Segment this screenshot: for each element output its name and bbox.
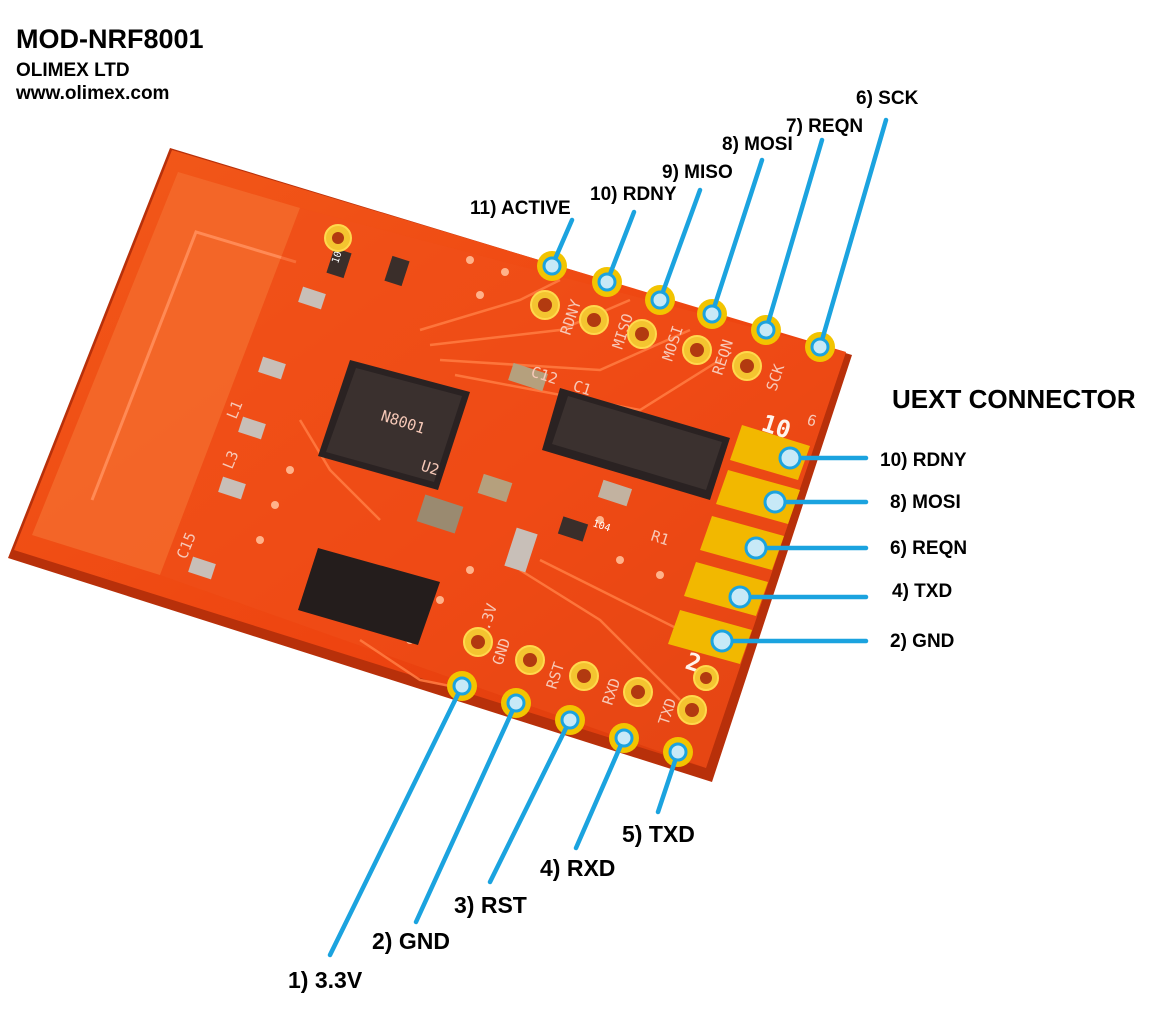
antenna-trace xyxy=(90,230,297,501)
top-pin-label-sck: 6) SCK xyxy=(856,88,919,109)
top-pin-label-miso: 9) MISO xyxy=(662,162,733,183)
bottom-pin-marker xyxy=(560,710,580,730)
svg-text:R1: R1 xyxy=(649,527,672,550)
svg-text:C1: C1 xyxy=(571,377,594,400)
bottom-pin-marker xyxy=(614,728,634,748)
top-pin-label-reqn: 7) REQN xyxy=(786,116,863,137)
module-title: MOD-NRF8001 xyxy=(16,24,204,54)
top-pin-label-active: 11) ACTIVE xyxy=(470,198,571,219)
svg-text:L1: L1 xyxy=(223,398,246,421)
bottom-pin-label-3v3: 1) 3.3V xyxy=(288,967,363,993)
pcb-board: N8001 L1 L3 C15 C12 C1 xyxy=(8,148,852,782)
passive-components xyxy=(188,247,633,580)
uext-pin-label-rdny: 10) RDNY xyxy=(880,450,967,471)
bottom-pin-label-txd: 5) TXD xyxy=(622,821,695,847)
bottom-pin-marker xyxy=(452,676,472,696)
uext-pin-label-reqn: 6) REQN xyxy=(890,538,967,559)
top-pin-label-mosi: 8) MOSI xyxy=(722,134,793,155)
company-name: OLIMEX LTD xyxy=(16,60,130,81)
top-pin-label-rdny: 10) RDNY xyxy=(590,184,677,205)
uext-pin-label-gnd: 2) GND xyxy=(890,631,954,652)
bottom-pin-label-rxd: 4) RXD xyxy=(540,855,615,881)
top-pin-marker xyxy=(810,337,830,357)
website-url: www.olimex.com xyxy=(16,83,170,104)
top-pin-marker xyxy=(756,320,776,340)
uext-pin-marker xyxy=(778,446,802,470)
top-header-labels: 11) ACTIVE 10) RDNY 9) MISO 8) MOSI 7) R… xyxy=(470,88,919,219)
bottom-pin-marker xyxy=(668,742,688,762)
svg-text:L3: L3 xyxy=(219,448,242,471)
uext-pin-marker xyxy=(763,490,787,514)
bottom-pin-marker xyxy=(506,693,526,713)
uext-labels: UEXT CONNECTOR 10) RDNY 8) MOSI 6) REQN … xyxy=(880,384,1136,652)
uext-connector-title: UEXT CONNECTOR xyxy=(892,384,1136,414)
top-pin-marker xyxy=(542,256,562,276)
svg-text:104: 104 xyxy=(591,518,612,534)
uext-pin-marker xyxy=(728,585,752,609)
svg-text:U2: U2 xyxy=(419,457,442,480)
top-pin-marker xyxy=(597,272,617,292)
bottom-pin-label-rst: 3) RST xyxy=(454,892,527,918)
regulator-chip xyxy=(298,548,440,645)
top-header-hole-centers xyxy=(332,232,754,373)
antenna-area xyxy=(32,172,300,575)
pin-markers xyxy=(452,256,830,762)
bottom-header-labels: 1) 3.3V 2) GND 3) RST 4) RXD 5) TXD xyxy=(288,821,695,993)
top-pin-marker xyxy=(650,290,670,310)
bottom-header-hole-centers xyxy=(471,635,712,717)
uext-pin-marker xyxy=(710,629,734,653)
uext-pin-label-txd: 4) TXD xyxy=(892,581,952,602)
bottom-pin-label-gnd: 2) GND xyxy=(372,928,450,954)
top-pin-marker xyxy=(702,304,722,324)
uext-pin-marker xyxy=(744,536,768,560)
uext-pin-label-mosi: 8) MOSI xyxy=(890,492,961,513)
